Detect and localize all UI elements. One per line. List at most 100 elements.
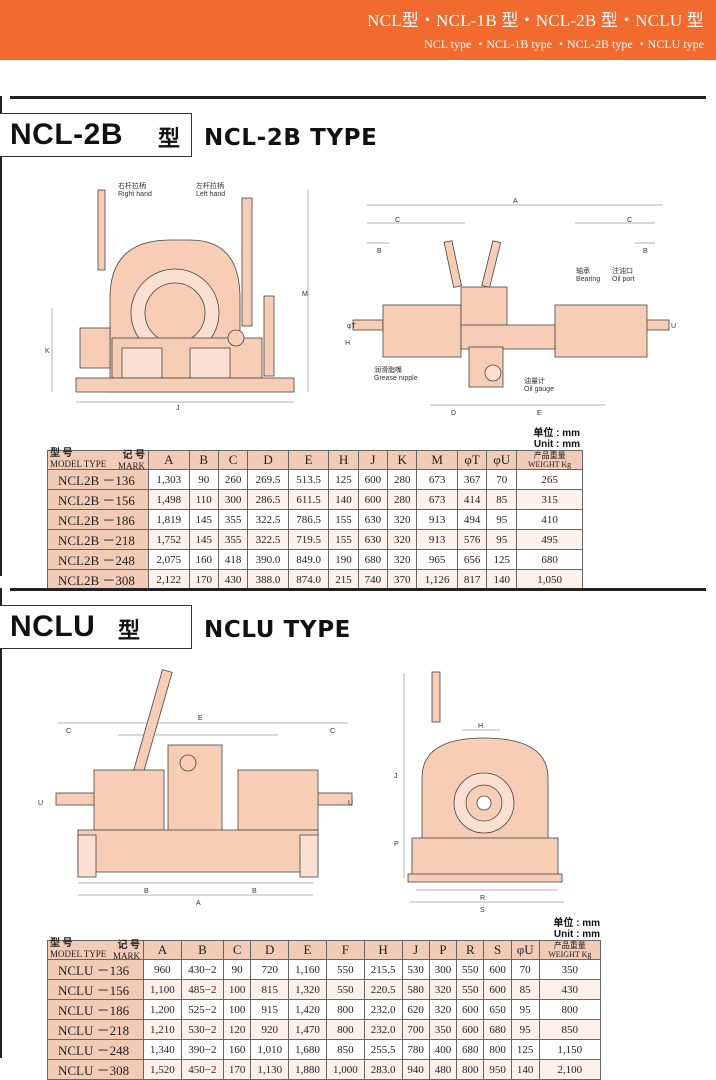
table-cell: 322.5 (247, 529, 289, 550)
table-cell: 322.5 (247, 509, 289, 530)
table-cell: 414 (456, 489, 488, 510)
column-header: D (250, 940, 290, 960)
table-cell: 232.0 (363, 999, 403, 1020)
table-cell: 850 (538, 1019, 602, 1040)
column-header: P (428, 940, 458, 960)
svg-text:R: R (480, 895, 485, 902)
table-cell: 1,498 (148, 489, 190, 510)
table-cell: 90 (188, 469, 219, 490)
svg-text:C: C (627, 217, 632, 224)
table-cell: 800 (325, 999, 365, 1020)
table-cell: 620 (401, 999, 430, 1020)
table-cell: 418 (217, 549, 249, 570)
table-cell: 495 (516, 529, 583, 550)
table-cell: 1,320 (288, 979, 327, 1000)
table-cell: 600 (456, 1019, 485, 1040)
nclu-unit-label: 单位 : mm Unit : mm (553, 918, 600, 940)
table-cell: 255.5 (363, 1039, 403, 1060)
svg-text:C: C (66, 728, 71, 735)
svg-text:H: H (478, 723, 483, 730)
table-cell: 1,303 (148, 469, 190, 490)
table-cell: 260 (217, 469, 249, 490)
table-cell: 95 (486, 529, 518, 550)
table-cell: 1,050 (516, 569, 583, 590)
table-cell: 480 (428, 1059, 458, 1080)
model-cell: NCLU －308 (47, 1059, 144, 1080)
ncl2b-type-title: NCL-2B TYPE (204, 125, 378, 151)
column-header: J (357, 450, 389, 470)
table-cell: 390−2 (180, 1039, 225, 1060)
model-cell: NCL2B －248 (47, 549, 149, 570)
table-cell: 320 (428, 999, 458, 1020)
svg-text:C: C (395, 217, 400, 224)
table-cell: 680 (357, 549, 389, 570)
table-cell: 550 (456, 979, 485, 1000)
table-cell: 600 (357, 489, 389, 510)
table-cell: 600 (483, 959, 512, 980)
table-cell: 300 (217, 489, 249, 510)
table-cell: 120 (223, 1019, 252, 1040)
column-header: K (387, 450, 418, 470)
table-cell: 1,819 (148, 509, 190, 530)
table-cell: 355 (217, 529, 249, 550)
table-cell: 355 (217, 509, 249, 530)
grease-nipple-label: 润滑脂嘴 Grease nipple (374, 367, 418, 382)
table-cell: 410 (516, 509, 583, 530)
svg-text:U: U (38, 800, 43, 807)
section-left-bar (0, 588, 2, 1058)
ncl2b-title-box: NCL-2B 型 (0, 113, 192, 157)
table-cell: 680 (483, 1019, 512, 1040)
table-cell: 1,130 (250, 1059, 290, 1080)
column-header: A (148, 450, 190, 470)
svg-text:M: M (302, 291, 308, 298)
right-hand-label: 右杆拉柄 Right hand (118, 183, 152, 198)
table-cell: 1,150 (538, 1039, 602, 1060)
table-cell: 680 (516, 549, 583, 570)
table-cell: 160 (223, 1039, 252, 1060)
table-cell: 913 (416, 529, 458, 550)
svg-text:E: E (537, 410, 542, 417)
table-cell: 719.5 (287, 529, 330, 550)
table-cell: 874.0 (287, 569, 330, 590)
banner-title: NCL型・NCL-1B 型・NCL-2B 型・NCLU 型 (367, 11, 704, 30)
table-cell: 155 (328, 509, 359, 530)
svg-text:P: P (394, 841, 399, 848)
table-cell: 849.0 (287, 549, 330, 570)
model-cell: NCLU －248 (47, 1039, 144, 1060)
table-cell: 320 (387, 549, 418, 570)
table-cell: 90 (223, 959, 252, 980)
column-header: φU (510, 940, 540, 960)
table-cell: 960 (143, 959, 182, 980)
table-cell: 190 (328, 549, 359, 570)
model-cell: NCLU －136 (47, 959, 144, 980)
column-header: M (416, 450, 458, 470)
svg-text:B: B (144, 888, 149, 895)
svg-text:U: U (671, 323, 676, 330)
svg-text:B: B (643, 248, 648, 255)
table-cell: 494 (456, 509, 488, 530)
table-cell: 269.5 (247, 469, 289, 490)
table-cell: 367 (456, 469, 488, 490)
table-cell: 170 (188, 569, 219, 590)
table-cell: 215 (328, 569, 359, 590)
table-cell: 800 (538, 999, 602, 1020)
banner-subtitle: NCL type ・NCL-1B type ・NCL-2B type ・NCLU… (424, 37, 704, 51)
table-cell: 85 (510, 979, 540, 1000)
model-cell: NCLU －156 (47, 979, 144, 1000)
svg-text:A: A (196, 900, 201, 907)
table-cell: 800 (325, 1019, 365, 1040)
svg-text:S: S (480, 907, 485, 914)
